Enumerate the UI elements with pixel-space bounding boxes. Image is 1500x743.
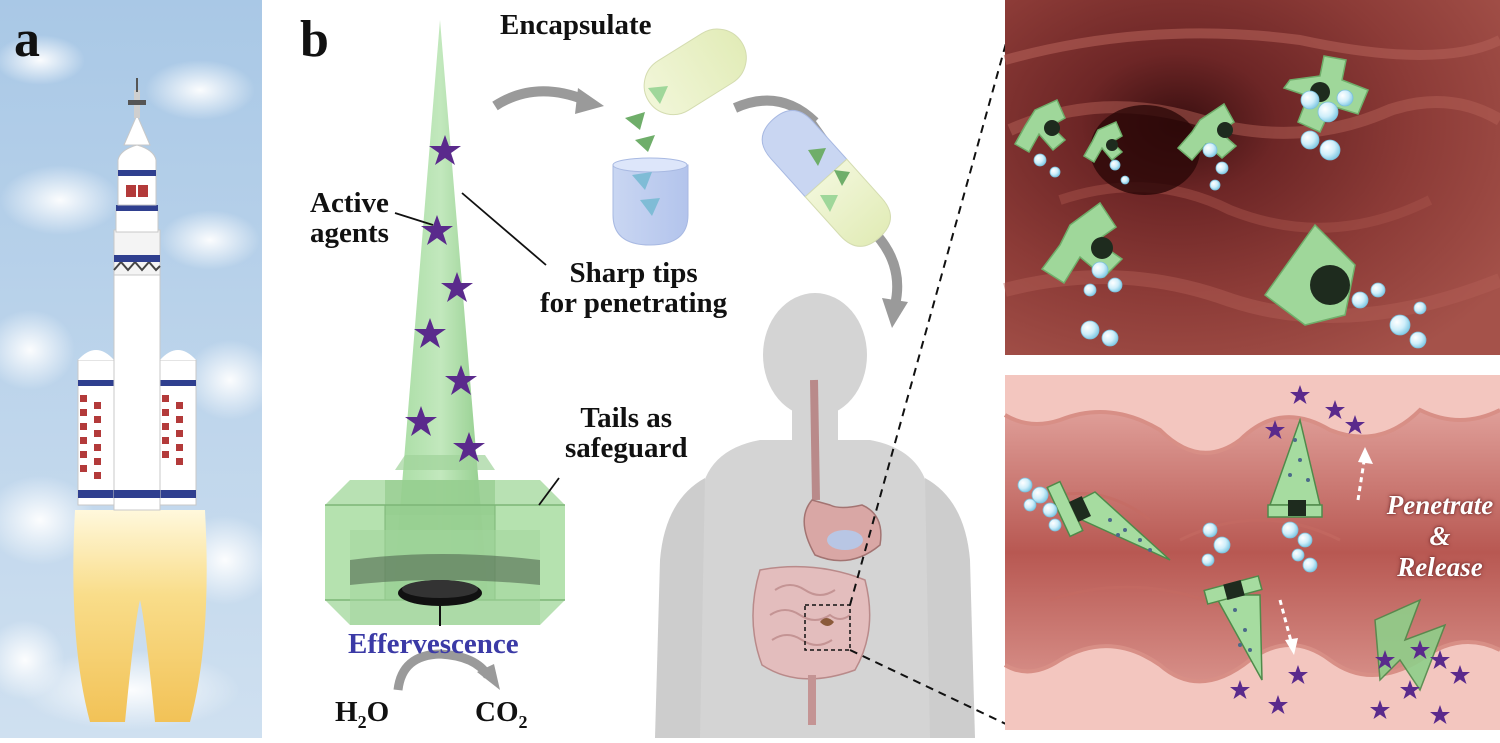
label-ampersand: & xyxy=(1429,521,1451,551)
label-h2o-h: H xyxy=(335,696,358,728)
intestinal-lumen-panel xyxy=(1003,375,1500,730)
label-release: Release xyxy=(1397,552,1483,582)
capsule-open xyxy=(612,28,747,246)
microneedle-cone xyxy=(325,20,565,626)
label-encapsulate: Encapsulate xyxy=(500,9,652,41)
label-h2o-sub: 2 xyxy=(357,711,367,732)
label-leader-lines xyxy=(394,192,560,506)
co2-bubbles-colon xyxy=(1033,89,1427,349)
human-body xyxy=(655,293,975,738)
panel-a-rocket xyxy=(0,0,275,738)
label-sharp-tips-line2: for penetrating xyxy=(540,287,728,320)
label-co2: CO2 xyxy=(475,697,528,732)
label-active-agents-line2: agents xyxy=(310,217,389,250)
label-active-agents-line1: Active xyxy=(310,187,389,219)
label-h2o: H2O xyxy=(335,697,389,732)
colon-interior-panel xyxy=(1003,0,1500,355)
label-tails-line1: Tails as xyxy=(580,402,673,434)
label-co2-sub: 2 xyxy=(518,711,528,732)
label-active-agents: Active agents xyxy=(310,188,389,249)
released-agents-stars xyxy=(1230,385,1470,724)
label-sharp-tips-line1: Sharp tips xyxy=(569,257,698,289)
label-tails-line2: safeguard xyxy=(565,432,688,465)
effervescence-arrow xyxy=(393,649,492,691)
panel-letter-b: b xyxy=(300,11,329,68)
zoom-lines xyxy=(849,0,1019,726)
label-h2o-o: O xyxy=(366,696,390,728)
label-sharp-tips: Sharp tips for penetrating xyxy=(540,258,727,319)
co2-bubbles-lumen xyxy=(1017,477,1318,573)
capsule-closed xyxy=(761,109,891,247)
panel-letter-a: a xyxy=(14,11,40,68)
label-penetrate-release: Penetrate & Release xyxy=(1385,490,1495,583)
label-penetrate: Penetrate xyxy=(1386,490,1494,520)
label-co2-co: CO xyxy=(475,696,519,728)
label-tails-safeguard: Tails as safeguard xyxy=(565,403,687,464)
active-agent-stars xyxy=(405,135,485,462)
label-effervescence: Effervescence xyxy=(348,628,519,660)
